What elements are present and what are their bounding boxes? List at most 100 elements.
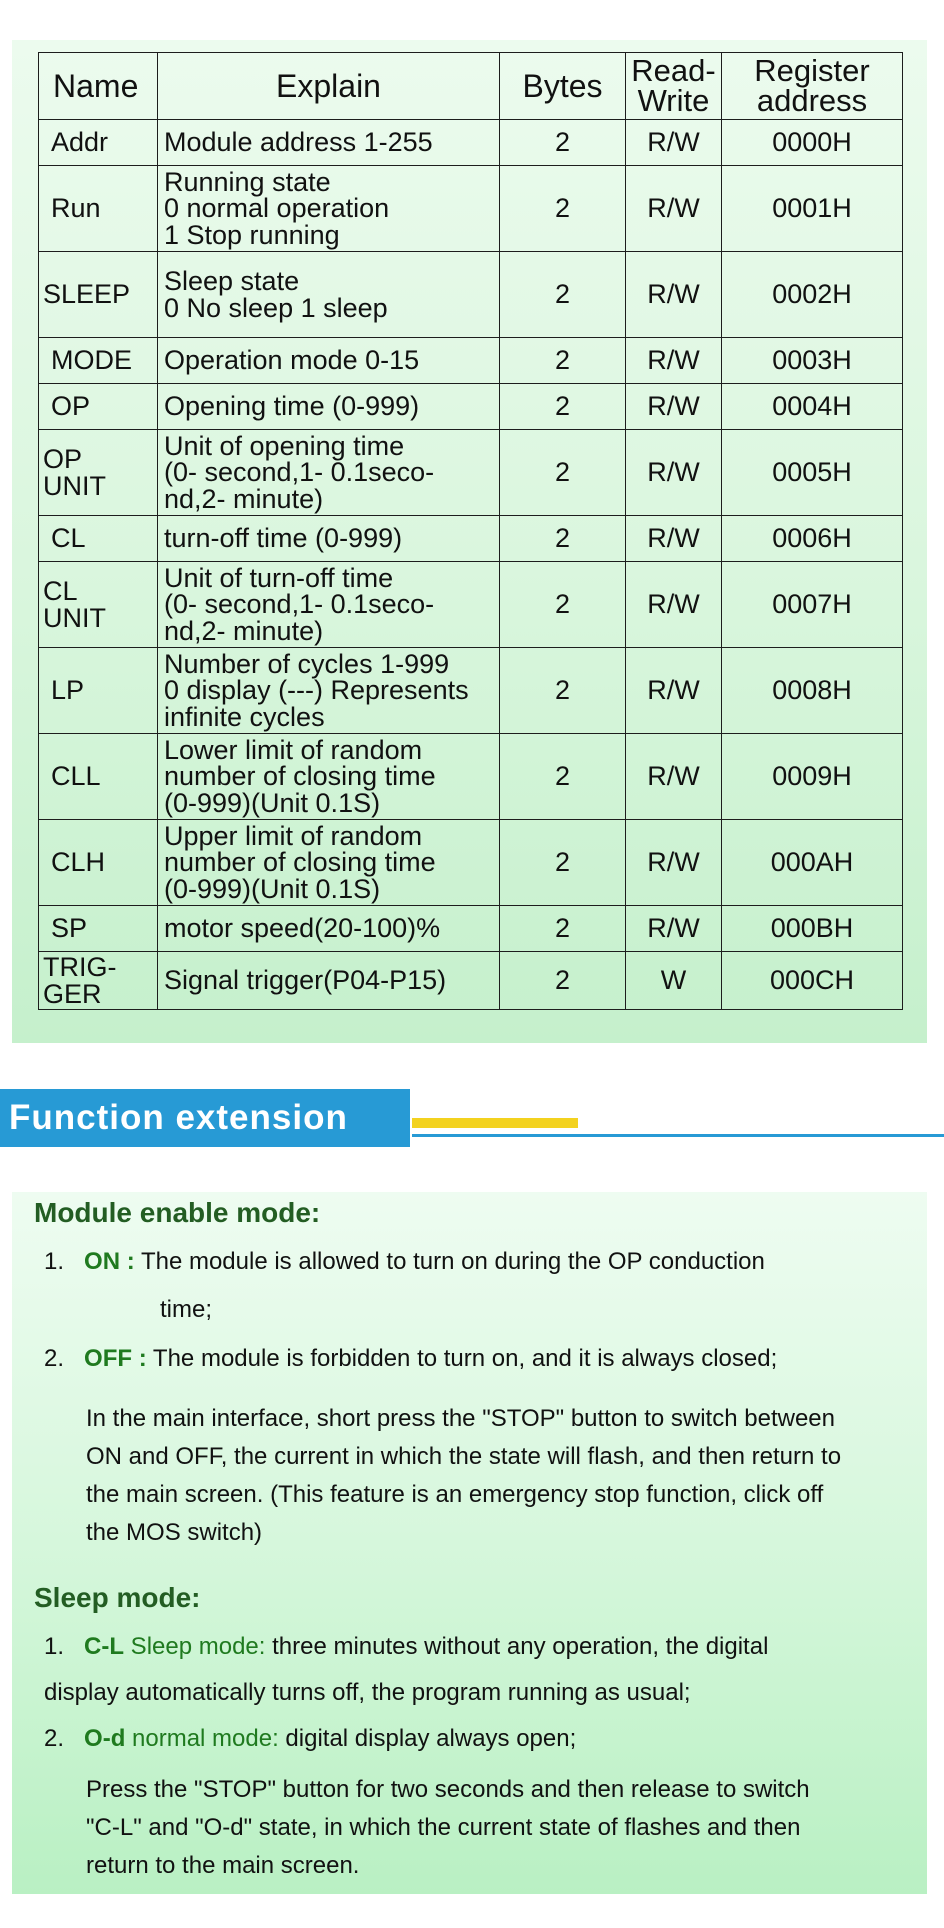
- cell-bytes: 2: [499, 251, 626, 338]
- cell-read-write: R/W: [625, 647, 722, 734]
- cell-register-address: 0001H: [721, 165, 903, 252]
- cell-name: Run: [38, 165, 158, 252]
- module-enable-note-line: the main screen. (This feature is an eme…: [86, 1481, 824, 1508]
- cell-explain: Module address 1-255: [157, 119, 500, 166]
- cell-name: SLEEP: [38, 251, 158, 338]
- cell-name: CLH: [38, 819, 158, 906]
- cell-explain: Unit of opening time(0- second,1- 0.1sec…: [157, 429, 500, 516]
- cell-bytes: 2: [499, 429, 626, 516]
- cell-bytes: 2: [499, 561, 626, 648]
- sleep-mode-item-cl-cont: display automatically turns off, the pro…: [44, 1679, 691, 1706]
- cell-read-write: R/W: [625, 905, 722, 952]
- cell-explain: Operation mode 0-15: [157, 337, 500, 384]
- cell-register-address: 0000H: [721, 119, 903, 166]
- cell-name: Addr: [38, 119, 158, 166]
- cell-register-address: 0007H: [721, 561, 903, 648]
- sleep-mode-note-line: Press the "STOP" button for two seconds …: [86, 1776, 810, 1803]
- cell-bytes: 2: [499, 951, 626, 1010]
- cell-bytes: 2: [499, 119, 626, 166]
- cell-read-write: R/W: [625, 733, 722, 820]
- cell-explain: Unit of turn-off time(0- second,1- 0.1se…: [157, 561, 500, 648]
- sleep-mode-item-od: 2. O-d normal mode: digital display alwa…: [44, 1725, 577, 1752]
- header-bytes: Bytes: [499, 52, 626, 120]
- cell-read-write: R/W: [625, 165, 722, 252]
- cell-name: MODE: [38, 337, 158, 384]
- function-extension-title: Function extension: [0, 1089, 410, 1147]
- title-underline: [412, 1134, 944, 1137]
- cell-read-write: R/W: [625, 119, 722, 166]
- cell-bytes: 2: [499, 515, 626, 562]
- module-enable-mode-title: Module enable mode:: [34, 1197, 321, 1228]
- cell-register-address: 0003H: [721, 337, 903, 384]
- module-enable-note-line: ON and OFF, the current in which the sta…: [86, 1443, 842, 1470]
- cell-explain: motor speed(20-100)%: [157, 905, 500, 952]
- cell-read-write: R/W: [625, 819, 722, 906]
- title-accent-bar: [412, 1118, 578, 1128]
- cell-bytes: 2: [499, 337, 626, 384]
- header-explain: Explain: [157, 52, 500, 120]
- cell-name: OP: [38, 383, 158, 430]
- header-read-write: Read-Write: [625, 52, 722, 120]
- sleep-mode-note-line: return to the main screen.: [86, 1852, 360, 1879]
- cell-explain: Signal trigger(P04-P15): [157, 951, 500, 1010]
- cell-read-write: R/W: [625, 429, 722, 516]
- cell-name: CL: [38, 515, 158, 562]
- cell-register-address: 0006H: [721, 515, 903, 562]
- cell-bytes: 2: [499, 733, 626, 820]
- cell-read-write: R/W: [625, 515, 722, 562]
- cell-read-write: R/W: [625, 251, 722, 338]
- cell-read-write: R/W: [625, 561, 722, 648]
- cell-register-address: 0004H: [721, 383, 903, 430]
- module-enable-item-on: 1. ON : The module is allowed to turn on…: [44, 1248, 765, 1275]
- sleep-mode-item-cl: 1. C-L Sleep mode: three minutes without…: [44, 1633, 769, 1660]
- cell-register-address: 000AH: [721, 819, 903, 906]
- module-enable-item-on-cont: time;: [160, 1296, 213, 1323]
- cell-register-address: 000CH: [721, 951, 903, 1010]
- cell-explain: turn-off time (0-999): [157, 515, 500, 562]
- module-enable-item-off: 2. OFF : The module is forbidden to turn…: [44, 1345, 778, 1372]
- module-enable-note-line: In the main interface, short press the "…: [86, 1405, 835, 1432]
- cell-name: SP: [38, 905, 158, 952]
- cell-register-address: 0002H: [721, 251, 903, 338]
- cell-register-address: 0009H: [721, 733, 903, 820]
- cell-register-address: 000BH: [721, 905, 903, 952]
- cell-name: CLL: [38, 733, 158, 820]
- cell-bytes: 2: [499, 819, 626, 906]
- header-name: Name: [38, 52, 158, 120]
- cell-register-address: 0008H: [721, 647, 903, 734]
- cell-bytes: 2: [499, 905, 626, 952]
- cell-bytes: 2: [499, 165, 626, 252]
- cell-name: LP: [38, 647, 158, 734]
- cell-read-write: W: [625, 951, 722, 1010]
- cell-explain: Opening time (0-999): [157, 383, 500, 430]
- sleep-mode-note-line: "C-L" and "O-d" state, in which the curr…: [86, 1814, 801, 1841]
- cell-read-write: R/W: [625, 337, 722, 384]
- function-extension-panel: [12, 1192, 927, 1894]
- sleep-mode-title: Sleep mode:: [34, 1582, 201, 1613]
- module-enable-note-line: the MOS switch): [86, 1519, 263, 1546]
- cell-register-address: 0005H: [721, 429, 903, 516]
